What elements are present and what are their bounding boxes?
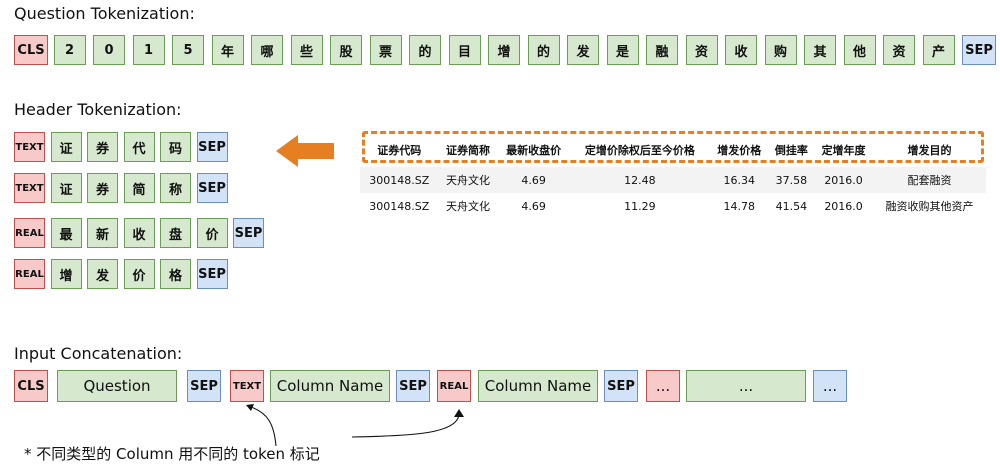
token-其: 其: [804, 35, 836, 65]
table-cell: 2016.0: [824, 199, 863, 213]
token-dotdotdot: ...: [813, 370, 847, 402]
table-cell: 天舟文化: [438, 167, 498, 193]
table-cell: 天舟文化: [446, 200, 491, 213]
token-real: REAL: [14, 218, 45, 248]
token-券: 券: [87, 173, 118, 203]
header-highlight-box: [362, 131, 984, 163]
token-证: 证: [50, 173, 82, 203]
token-增: 增: [50, 259, 82, 289]
column-header: 增发价格: [717, 144, 762, 157]
token-0: 0: [93, 35, 125, 65]
token-价: 价: [196, 218, 228, 248]
footnote: * 不同类型的 Column 用不同的 token 标记: [24, 445, 320, 463]
token-增: 增: [488, 35, 520, 65]
token-发: 发: [567, 35, 599, 65]
token-融: 融: [646, 35, 678, 65]
table-cell: 4.69: [497, 167, 570, 193]
input-concatenation-title: Input Concatenation:: [14, 344, 183, 363]
token-question: Question: [57, 370, 177, 402]
table-cell: 12.48: [569, 167, 710, 193]
token-text: TEXT: [14, 132, 45, 162]
token-text: TEXT: [230, 370, 264, 402]
column-header: 证券简称: [446, 144, 491, 157]
token-些: 些: [290, 35, 323, 65]
data-table: 证券代码 证券简称 最新收盘价 定增价除权后至今价格 增发价格倒挂率定增年度 增发目的 3…: [360, 133, 986, 219]
token-2: 2: [53, 35, 86, 65]
token-sep: SEP: [233, 218, 264, 248]
token-新: 新: [87, 218, 118, 248]
token-证: 证: [50, 132, 82, 162]
token-购: 购: [764, 35, 797, 65]
token-real: REAL: [14, 259, 45, 289]
table-cell: 14.78: [723, 199, 756, 213]
table-cell: 配套融资: [873, 167, 986, 193]
token-称: 称: [160, 173, 191, 203]
token-的: 的: [527, 35, 560, 65]
token-real: REAL: [437, 370, 471, 402]
token-1: 1: [132, 35, 165, 65]
token-dotdotdot: ...: [646, 370, 680, 402]
token-text: TEXT: [14, 173, 45, 203]
token-column-name: Column Name: [478, 370, 598, 402]
table-row: 300148.SZ 天舟文化 4.69 11.29 14.78 41.54 2016.0 融资…: [360, 193, 986, 219]
token-是: 是: [606, 35, 639, 65]
column-header: 证券代码: [377, 144, 422, 157]
token-价: 价: [123, 259, 155, 289]
token-年: 年: [211, 35, 244, 65]
table-cell: 41.54: [775, 199, 808, 213]
token-券: 券: [87, 132, 118, 162]
token-sep: SEP: [604, 370, 638, 402]
token-sep: SEP: [962, 35, 996, 65]
token-哪: 哪: [251, 35, 283, 65]
token-资: 资: [883, 35, 915, 65]
table-cell: 16.34: [709, 167, 769, 193]
column-header: 最新收盘价: [506, 144, 562, 157]
token-目: 目: [448, 35, 481, 65]
table-cell: 2016.0: [814, 167, 874, 193]
table-cell: 300148.SZ: [369, 199, 430, 213]
left-arrow-icon: [276, 135, 334, 167]
token-简: 简: [123, 173, 155, 203]
bracket-arrow: [246, 404, 464, 447]
token-代: 代: [123, 132, 155, 162]
token-格: 格: [160, 259, 191, 289]
token-sep: SEP: [196, 259, 228, 289]
table-cell: 300148.SZ: [360, 167, 439, 193]
token-发: 发: [87, 259, 118, 289]
token-最: 最: [50, 218, 82, 248]
token-盘: 盘: [160, 218, 191, 248]
token-sep: SEP: [396, 370, 430, 402]
token-sep: SEP: [187, 370, 221, 402]
token-收: 收: [123, 218, 155, 248]
token-dotdotdot: ...: [686, 370, 806, 402]
token-码: 码: [160, 132, 191, 162]
column-header: 定增年度: [821, 144, 866, 157]
column-header: 增发目的: [907, 144, 952, 157]
token-他: 他: [843, 35, 876, 65]
token-股: 股: [330, 35, 362, 65]
column-header: 倒挂率: [774, 144, 808, 157]
token-sep: SEP: [196, 173, 228, 203]
table-cell: 37.58: [768, 167, 815, 193]
table-cell: 融资收购其他资产: [885, 200, 974, 213]
token-的: 的: [409, 35, 441, 65]
table-cell: 4.69: [521, 199, 546, 213]
table-cell: 11.29: [624, 199, 656, 213]
token-票: 票: [369, 35, 402, 65]
column-header: 定增价除权后至今价格: [584, 144, 695, 157]
question-tokenization-title: Question Tokenization:: [14, 4, 195, 23]
token-cls: CLS: [14, 370, 48, 402]
token-收: 收: [725, 35, 757, 65]
token-资: 资: [685, 35, 718, 65]
header-tokenization-title: Header Tokenization:: [14, 100, 182, 119]
token-cls: CLS: [14, 35, 48, 65]
token-sep: SEP: [196, 132, 228, 162]
token-column-name: Column Name: [270, 370, 390, 402]
table-header-row: 证券代码 证券简称 最新收盘价 定增价除权后至今价格 增发价格倒挂率定增年度 增发目的: [360, 133, 986, 167]
token-产: 产: [922, 35, 955, 65]
token-5: 5: [172, 35, 204, 65]
